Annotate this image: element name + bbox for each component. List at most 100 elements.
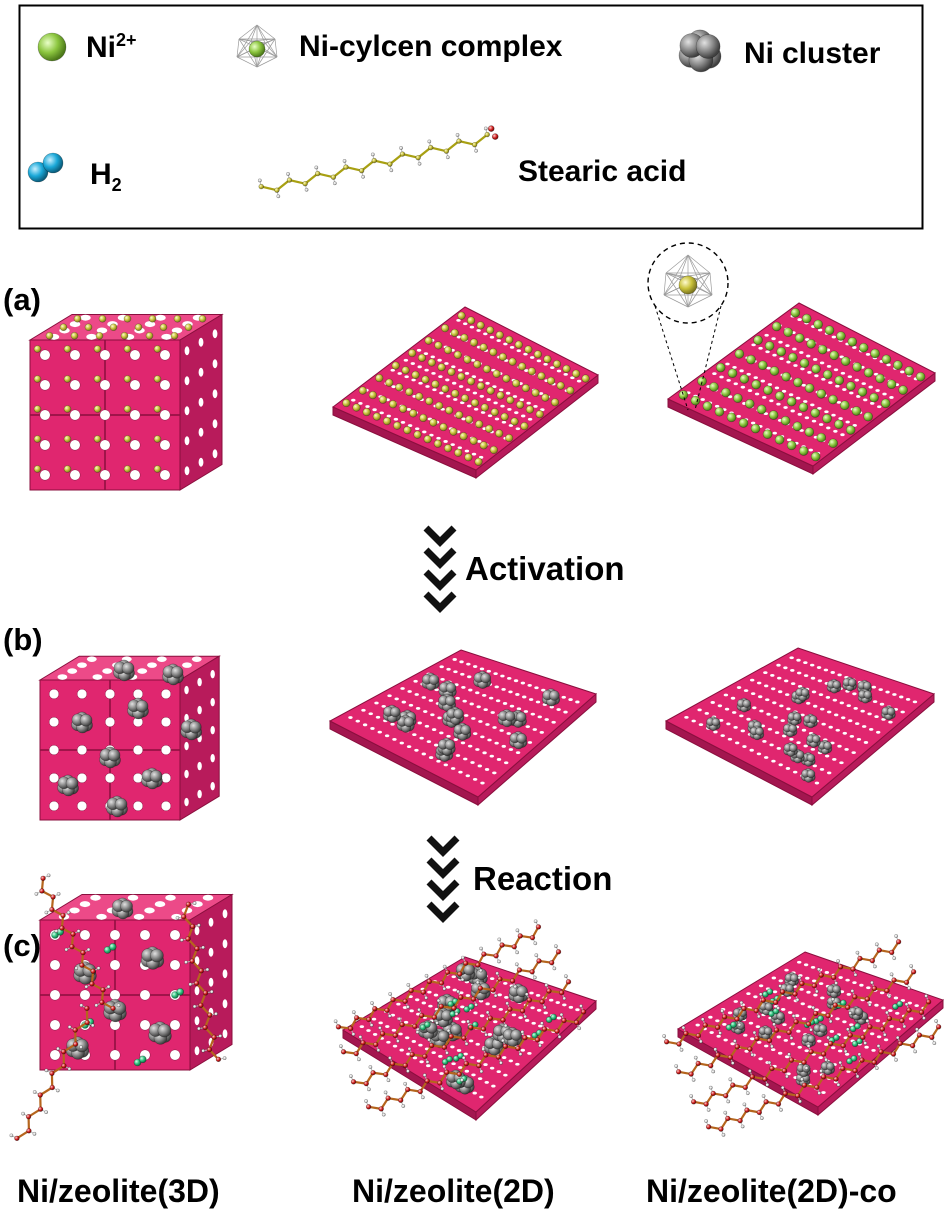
ni-cluster-icon bbox=[437, 693, 457, 712]
row-c bbox=[9, 873, 944, 1142]
legend-art bbox=[27, 24, 722, 199]
ni-cluster-icon bbox=[497, 709, 516, 728]
legend-box bbox=[18, 4, 924, 230]
ni-cluster-icon bbox=[111, 897, 134, 920]
ni-cluster-icon bbox=[783, 742, 798, 757]
stearic-acid-chain bbox=[704, 1019, 942, 1137]
ni-cluster-icon bbox=[71, 711, 93, 734]
ni-cluster-icon bbox=[421, 672, 440, 691]
zeolite-2d-slab-a bbox=[332, 306, 599, 480]
ni-cluster-icon bbox=[784, 972, 799, 987]
ni-cluster-icon bbox=[758, 1000, 774, 1016]
h2-molecule-icon bbox=[768, 1007, 780, 1018]
ni-cluster-icon bbox=[162, 663, 184, 686]
stearic-acid-chain bbox=[689, 994, 932, 1112]
ni-cluster-icon bbox=[758, 1025, 773, 1040]
ni-cluster-icon bbox=[782, 722, 798, 738]
panel-c-label: (c) bbox=[3, 928, 41, 963]
h2-molecule-icon bbox=[133, 1055, 147, 1067]
ni-cluster-icon bbox=[180, 718, 202, 741]
panel-b-label: (b) bbox=[3, 622, 43, 657]
h2-molecule-icon bbox=[452, 1052, 465, 1062]
h2-molecule-icon bbox=[419, 1021, 431, 1031]
legend-h2-text: H bbox=[90, 158, 112, 191]
zeolite-3d-cube-b bbox=[38, 655, 221, 821]
ni-cluster-icon bbox=[857, 688, 873, 704]
h2-molecule-icon bbox=[441, 1055, 453, 1066]
ni-cluster-icon bbox=[881, 705, 896, 721]
h2-molecule-icon bbox=[725, 1021, 737, 1031]
legend-h2-subscript: 2 bbox=[111, 175, 122, 195]
ni-cluster-icon bbox=[453, 722, 472, 741]
ni-cluster-icon bbox=[749, 725, 765, 741]
h2-molecule-icon bbox=[812, 1015, 824, 1025]
ni-cluster-icon bbox=[113, 659, 135, 682]
ni-cluster-icon bbox=[842, 676, 857, 692]
ni-cluster-icon bbox=[779, 982, 795, 998]
ni-cluster-icon bbox=[106, 795, 128, 818]
legend-cluster-ni-text: Ni bbox=[744, 37, 774, 70]
stearic-acid-chain bbox=[348, 974, 572, 1092]
row-a bbox=[28, 242, 936, 491]
caption-2d: Ni/zeolite(2D) bbox=[352, 1173, 555, 1209]
ni-cluster-icon bbox=[541, 688, 561, 707]
reaction-arrow-icon bbox=[426, 835, 460, 923]
ni-cluster-icon bbox=[382, 704, 401, 723]
h2-molecule-icon bbox=[762, 988, 774, 998]
stearic-acid-chain bbox=[333, 919, 542, 1037]
legend-cyclen-label: Ni-cylcen complex bbox=[299, 30, 563, 63]
ni-cluster-icon bbox=[467, 966, 488, 987]
zeolite-3d-cube-c bbox=[38, 893, 234, 1071]
stearic-acid-chain bbox=[338, 944, 562, 1062]
ni-cluster-icon bbox=[820, 1060, 836, 1076]
ni-cluster-icon bbox=[812, 1022, 828, 1038]
stearic-acid-chain bbox=[674, 964, 917, 1082]
ni-cluster-icon bbox=[803, 713, 818, 729]
ni-ion-icon bbox=[37, 32, 67, 62]
stearic-acid-chain bbox=[662, 934, 902, 1052]
legend-ni-ion-text: Ni bbox=[86, 31, 116, 64]
ni-cluster-icon bbox=[437, 737, 456, 756]
row-b bbox=[38, 647, 935, 821]
caption-3d: Ni/zeolite(3D) bbox=[17, 1173, 220, 1209]
ni-cluster-icon bbox=[127, 697, 149, 720]
legend-ni-ion-label: Ni2+ bbox=[86, 30, 137, 65]
ni-cluster-icon bbox=[826, 983, 842, 999]
ni-cluster-icon bbox=[140, 946, 165, 970]
reaction-label: Reaction bbox=[473, 860, 613, 897]
activation-label: Activation bbox=[465, 550, 625, 587]
ni-cluster-icon bbox=[509, 731, 528, 750]
ni-cluster-icon bbox=[705, 716, 721, 731]
h2-molecule-icon bbox=[892, 1000, 904, 1010]
legend-ni-ion-charge: 2+ bbox=[116, 30, 137, 50]
ni-cluster-legend-icon bbox=[678, 29, 722, 73]
ni-cluster-icon bbox=[801, 1033, 816, 1048]
ni-cluster-icon bbox=[787, 711, 802, 726]
zeolite-2d-slab-b bbox=[328, 649, 597, 807]
ni-cluster-icon bbox=[473, 670, 492, 689]
stearic-acid-chain bbox=[9, 1003, 95, 1142]
h2-molecule-icon bbox=[545, 1013, 557, 1024]
ni-cluster-icon bbox=[446, 706, 465, 725]
h2-molecule-icon bbox=[846, 1055, 858, 1065]
stearic-acid-legend-icon bbox=[257, 125, 499, 199]
ni-cluster-icon bbox=[103, 998, 127, 1023]
h2-molecule-icon bbox=[171, 988, 185, 999]
ni-cluster-icon bbox=[502, 1027, 523, 1048]
h2-molecule-icon bbox=[849, 1022, 861, 1033]
ni-cyclen-complex-icon bbox=[236, 24, 278, 68]
ni-cluster-icon bbox=[148, 1021, 172, 1045]
zeolite-2d-co-slab-b bbox=[664, 647, 935, 807]
zeolite-3d-cube-a bbox=[28, 313, 224, 491]
ni-cluster-icon bbox=[806, 733, 821, 748]
h2-molecule-icon bbox=[463, 1003, 475, 1013]
stearic-acid-chain bbox=[34, 873, 121, 1012]
stearic-acid-chain bbox=[364, 1004, 587, 1117]
ni-cluster-icon bbox=[141, 767, 163, 790]
ni-cluster-icon bbox=[795, 686, 810, 702]
legend-cluster-word: cluster bbox=[782, 37, 881, 70]
zeolite-2d-co-slab-a bbox=[667, 302, 936, 476]
cyclen-zoom-inset bbox=[647, 242, 729, 411]
